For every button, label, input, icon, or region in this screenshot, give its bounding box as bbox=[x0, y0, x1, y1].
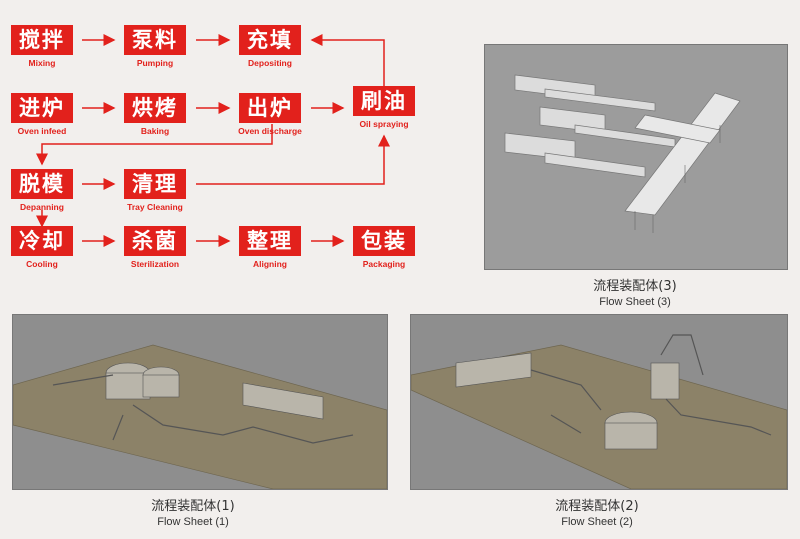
step-sterilization-en: Sterilization bbox=[130, 259, 180, 269]
flow-sheet-3-cn: 流程装配体(3) bbox=[593, 279, 677, 294]
flow-sheet-1-caption: 流程装配体(1) Flow Sheet (1) bbox=[118, 495, 268, 528]
flow-sheet-1-cn: 流程装配体(1) bbox=[151, 499, 235, 514]
step-tray-cleaning: 清理 Tray Cleaning bbox=[107, 169, 203, 212]
step-baking: 烘烤 Baking bbox=[107, 93, 203, 136]
step-baking-cn: 烘烤 bbox=[124, 93, 186, 123]
step-depanning-cn: 脱模 bbox=[11, 169, 73, 199]
step-depanning-en: Depanning bbox=[20, 202, 64, 212]
step-depositing-en: Depositing bbox=[248, 58, 292, 68]
step-aligning-cn: 整理 bbox=[239, 226, 301, 256]
flow-sheet-2-caption: 流程装配体(2) Flow Sheet (2) bbox=[522, 495, 672, 528]
step-oven-discharge: 出炉 Oven discharge bbox=[222, 93, 318, 136]
step-pumping-cn: 泵料 bbox=[124, 25, 186, 55]
step-depositing: 充填 Depositing bbox=[222, 25, 318, 68]
step-depositing-cn: 充填 bbox=[239, 25, 301, 55]
flow-sheet-1-image bbox=[12, 314, 388, 490]
step-cooling-en: Cooling bbox=[26, 259, 58, 269]
flow-sheet-2-en: Flow Sheet (2) bbox=[561, 516, 633, 528]
step-oven-infeed: 进炉 Oven infeed bbox=[0, 93, 90, 136]
flow-sheet-1-en: Flow Sheet (1) bbox=[157, 516, 229, 528]
step-oil-spraying: 刷油 Oil spraying bbox=[336, 86, 432, 129]
flow-sheet-3-caption: 流程装配体(3) Flow Sheet (3) bbox=[560, 275, 710, 308]
step-sterilization-cn: 杀菌 bbox=[124, 226, 186, 256]
step-oil-spraying-en: Oil spraying bbox=[359, 119, 409, 129]
step-pumping-en: Pumping bbox=[136, 58, 174, 68]
flow-sheet-3-en: Flow Sheet (3) bbox=[599, 296, 671, 308]
step-oven-discharge-cn: 出炉 bbox=[239, 93, 301, 123]
step-depanning: 脱模 Depanning bbox=[0, 169, 90, 212]
step-oven-discharge-en: Oven discharge bbox=[238, 126, 302, 136]
step-tray-cleaning-en: Tray Cleaning bbox=[127, 202, 183, 212]
step-oven-infeed-cn: 进炉 bbox=[11, 93, 73, 123]
flow-sheet-3-image bbox=[484, 44, 788, 270]
step-cooling-cn: 冷却 bbox=[11, 226, 73, 256]
step-sterilization: 杀菌 Sterilization bbox=[107, 226, 203, 269]
step-mixing-en: Mixing bbox=[28, 58, 56, 68]
flow-sheet-2-cn: 流程装配体(2) bbox=[555, 499, 639, 514]
step-oil-spraying-cn: 刷油 bbox=[353, 86, 415, 116]
step-cooling: 冷却 Cooling bbox=[0, 226, 90, 269]
step-mixing-cn: 搅拌 bbox=[11, 25, 73, 55]
flow-arrows bbox=[36, 34, 390, 247]
step-aligning: 整理 Aligning bbox=[222, 226, 318, 269]
step-packaging-en: Packaging bbox=[362, 259, 406, 269]
step-oven-infeed-en: Oven infeed bbox=[17, 126, 67, 136]
step-tray-cleaning-cn: 清理 bbox=[124, 169, 186, 199]
step-baking-en: Baking bbox=[140, 126, 170, 136]
step-packaging-cn: 包装 bbox=[353, 226, 415, 256]
step-mixing: 搅拌 Mixing bbox=[0, 25, 90, 68]
step-pumping: 泵料 Pumping bbox=[107, 25, 203, 68]
step-packaging: 包装 Packaging bbox=[336, 226, 432, 269]
step-aligning-en: Aligning bbox=[253, 259, 287, 269]
flow-sheet-2-image bbox=[410, 314, 788, 490]
